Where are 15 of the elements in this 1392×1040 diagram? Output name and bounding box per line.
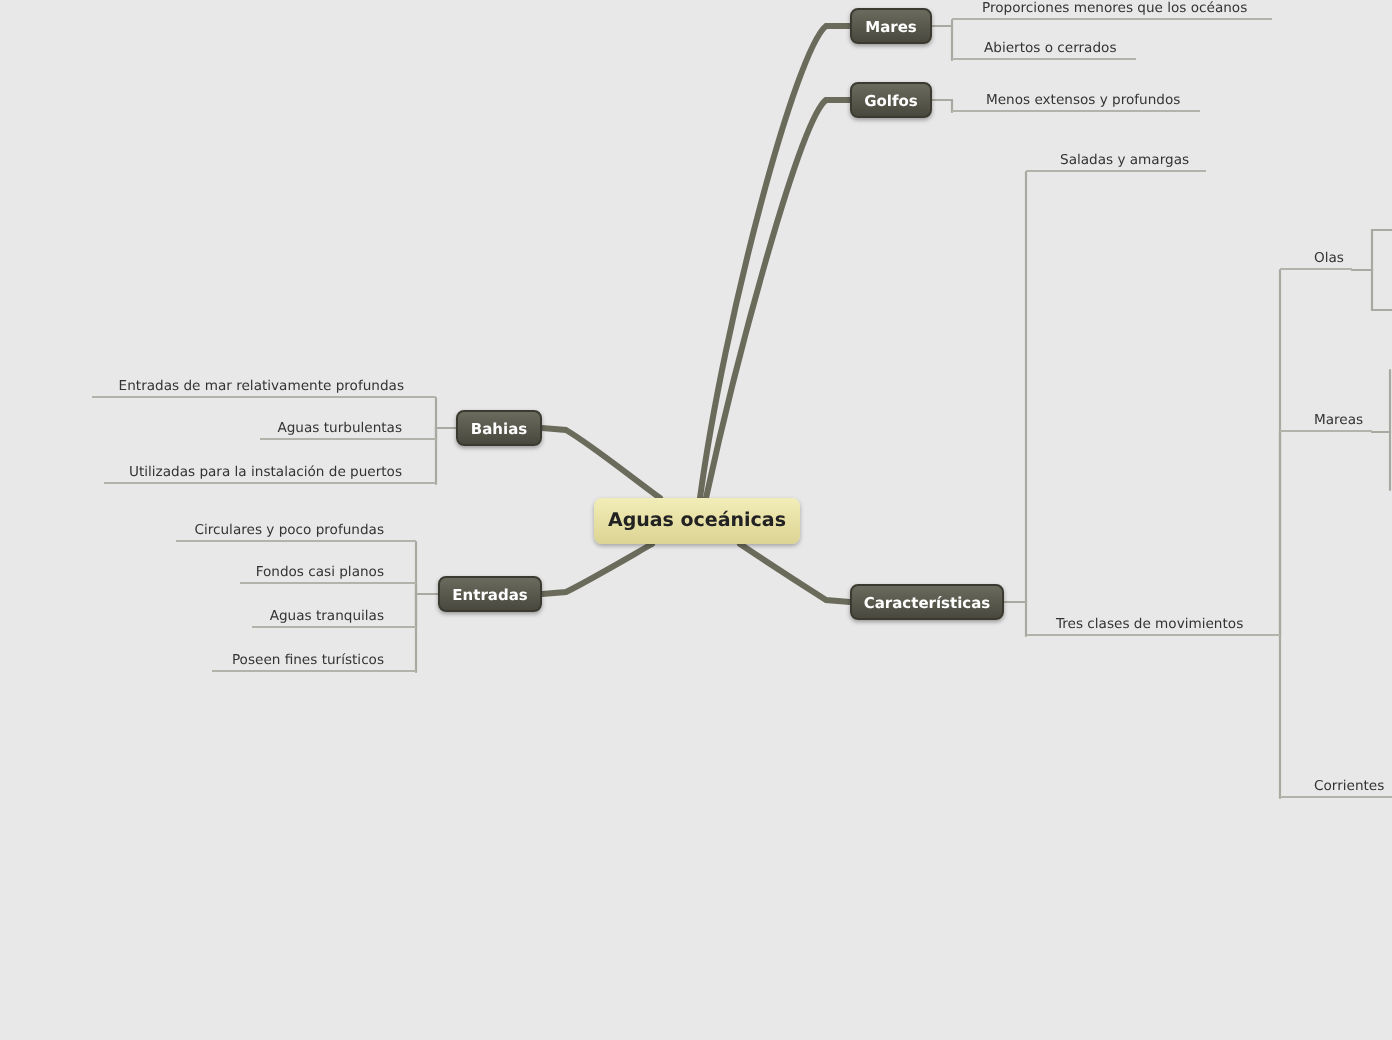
connector-line (539, 425, 663, 501)
connector-line (930, 24, 954, 62)
connector-line (1278, 634, 1282, 800)
connector-line (930, 98, 954, 114)
central-topic-box: Aguas oceánicas (594, 498, 800, 544)
branch-line (1350, 268, 1392, 312)
branch-line (1370, 430, 1392, 492)
connector-line (434, 426, 458, 486)
connector-line (1002, 600, 1028, 638)
connector-line (737, 541, 853, 605)
connector-line (697, 23, 853, 501)
connector-line (703, 97, 853, 501)
connector-line (1278, 430, 1282, 638)
connector-line (539, 541, 655, 597)
connector-line (414, 592, 440, 674)
